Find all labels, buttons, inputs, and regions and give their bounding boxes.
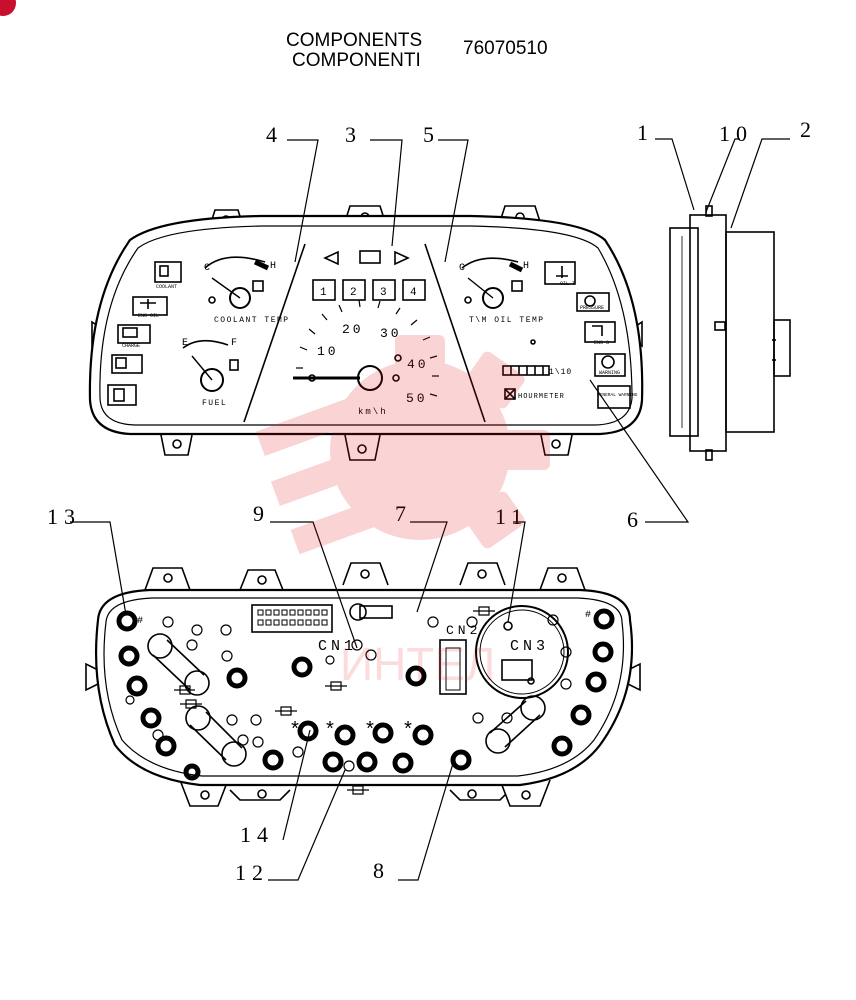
- callout-8: 8: [373, 858, 390, 883]
- callout-1: 1: [637, 120, 654, 145]
- callout-12: 12: [235, 860, 269, 885]
- warning-label-eng-oil: ENG OIL: [138, 313, 159, 319]
- warning-label-oil-t: OIL T: [560, 281, 575, 287]
- indicator-digit-2: 2: [350, 287, 357, 299]
- callout-6: 6: [627, 507, 644, 532]
- callout-7: 7: [395, 501, 412, 526]
- callout-11: 11: [495, 504, 528, 529]
- warning-label-warning: WARNING: [599, 370, 620, 376]
- callout-numbers: 1 10 2 3 4 5 6 7 9 11 13 14 12 8: [47, 117, 817, 885]
- speed-unit-label: km\h: [358, 407, 388, 417]
- watermark-logo-icon: [255, 335, 550, 555]
- title-english: COMPONENTS: [286, 30, 423, 51]
- connector-cn2-label: CN2: [446, 623, 481, 638]
- side-view: [669, 205, 791, 461]
- coolant-temp-label: COOLANT TEMP: [214, 316, 290, 325]
- front-panel-text: C H COOLANT TEMP E F FUEL C H T\M OIL TE…: [122, 261, 638, 417]
- asterisk-mark-4: *: [402, 720, 414, 743]
- warning-label-general-warning: GENERAL WARNING: [597, 392, 638, 398]
- callout-5: 5: [423, 122, 440, 147]
- part-number: 76070510: [463, 38, 548, 59]
- coolant-cold-label: C: [204, 263, 210, 274]
- rear-cluster: [85, 562, 641, 807]
- title-italian: COMPONENTI: [292, 50, 421, 71]
- connector-cn3-label: CN3: [510, 638, 549, 655]
- fuel-label: FUEL: [202, 399, 227, 408]
- warning-label-charge: CHARGE: [122, 343, 140, 349]
- callout-3: 3: [345, 122, 362, 147]
- oil-hot-label: H: [523, 261, 529, 272]
- speedo-tick-10: 10: [317, 344, 339, 359]
- hourmeter-scale-label: 1\10: [549, 368, 572, 377]
- callout-4: 4: [266, 122, 283, 147]
- oil-temp-label: T\M OIL TEMP: [469, 316, 545, 325]
- hourmeter-label: HOURMETER: [518, 393, 565, 401]
- oil-cold-label: C: [459, 263, 465, 274]
- asterisk-mark-1: *: [289, 720, 301, 743]
- front-cluster: [88, 205, 644, 461]
- indicator-digit-3: 3: [380, 287, 387, 299]
- hash-mark-right: #: [585, 610, 591, 621]
- warning-label-pressure: PRESSURE: [580, 305, 604, 311]
- leader-lines: [70, 138, 790, 881]
- callout-13: 13: [47, 504, 81, 529]
- warning-label-coolant: COOLANT: [156, 284, 177, 290]
- corner-badge-icon: [0, 0, 16, 16]
- asterisk-mark-3: *: [364, 720, 376, 743]
- speedo-tick-50: 50: [406, 391, 428, 406]
- callout-2: 2: [800, 117, 817, 142]
- asterisk-mark-2: *: [324, 720, 336, 743]
- speedo-tick-20: 20: [342, 322, 364, 337]
- indicator-digit-4: 4: [410, 287, 417, 299]
- warning-label-eng-s: ENG S: [594, 340, 609, 346]
- indicator-digit-1: 1: [320, 287, 327, 299]
- connector-cn1-label: CN1: [318, 638, 357, 655]
- watermark-text: ИНТЕЛ: [340, 638, 495, 690]
- callout-10: 10: [719, 121, 753, 146]
- callout-14: 14: [240, 822, 274, 847]
- rear-panel-text: CN1 CN2 CN3 * * * * # #: [137, 610, 591, 743]
- coolant-hot-label: H: [270, 261, 276, 272]
- fuel-full-label: F: [231, 338, 237, 349]
- speedo-tick-40: 40: [407, 357, 429, 372]
- fuel-empty-label: E: [182, 338, 188, 349]
- hash-mark-left: #: [137, 616, 143, 627]
- speedo-tick-30: 30: [380, 326, 402, 341]
- callout-9: 9: [253, 501, 270, 526]
